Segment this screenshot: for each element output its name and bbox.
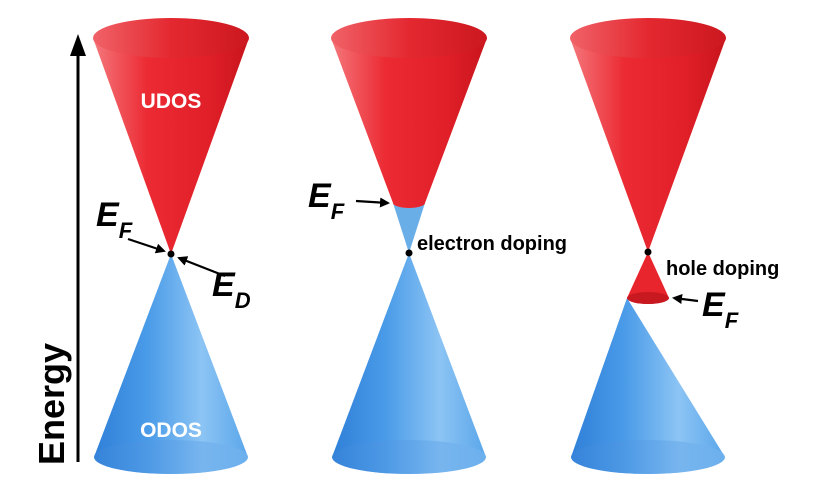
valence-cone <box>94 254 248 474</box>
fermi-level-arrow <box>672 294 699 304</box>
empty-valence-region <box>627 252 669 304</box>
fermi-level-label: EF <box>96 196 133 243</box>
valence-cone <box>571 298 725 474</box>
fermi-level-label: EF <box>702 286 739 333</box>
dirac-point <box>167 250 175 258</box>
dirac-point <box>405 249 413 257</box>
udos-label: UDOS <box>141 90 202 113</box>
fermi-level-arrow <box>127 237 166 254</box>
svg-text:EF: EF <box>308 177 345 224</box>
svg-text:EF: EF <box>702 286 739 333</box>
energy-axis-label: Energy <box>31 343 72 465</box>
electron-doping-label: electron doping <box>417 233 567 255</box>
odos-label: ODOS <box>140 419 202 442</box>
conduction-cone <box>331 18 487 208</box>
panel-hole-doping: hole doping EF <box>570 18 779 474</box>
dirac-energy-arrow <box>177 256 226 278</box>
fermi-level-arrow <box>355 197 390 208</box>
valence-cone <box>332 253 486 474</box>
dirac-point <box>644 248 652 256</box>
panel-electron-doping: EF electron doping <box>308 18 567 474</box>
fermi-level-label: EF <box>308 177 345 224</box>
hole-doping-label: hole doping <box>666 258 779 280</box>
panel-neutral: UDOS ODOS EF ED <box>93 18 251 474</box>
conduction-cone <box>570 18 726 252</box>
conduction-cone <box>93 18 249 254</box>
svg-text:EF: EF <box>96 196 133 243</box>
energy-axis: Energy <box>31 34 86 465</box>
energy-axis-arrow-icon <box>70 34 86 56</box>
